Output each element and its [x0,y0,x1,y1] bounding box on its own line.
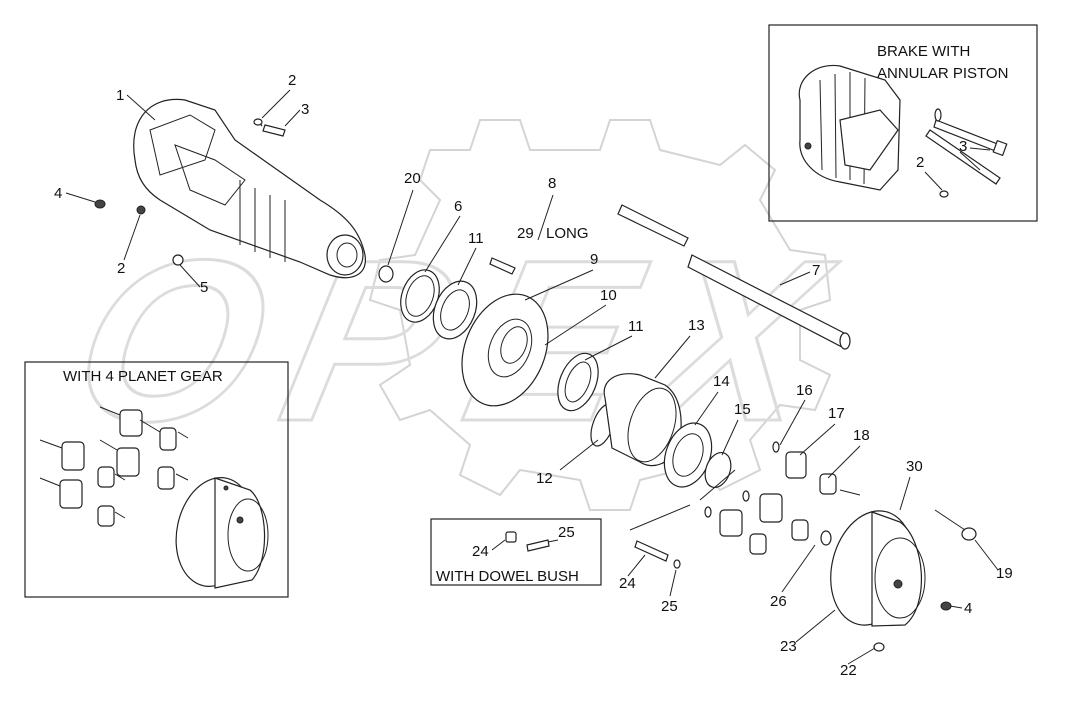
callout-26: 26 [770,593,787,610]
callout-6: 6 [454,198,462,215]
callout-20: 20 [404,170,421,187]
callout-18: 18 [853,427,870,444]
callout-1: 1 [116,87,124,104]
callout-7: 7 [812,262,820,279]
callout-2-top: 2 [288,72,296,89]
long-note: LONG [546,225,589,242]
callout-24-main: 25 [661,598,678,615]
callout-11-mid: 11 [628,318,644,335]
callout-22: 22 [840,662,857,679]
inset-brake-title-line2: ANNULAR PISTON [877,65,1008,82]
callout-5: 5 [200,279,208,296]
callout-17: 17 [828,405,845,422]
callout-12: 12 [536,470,553,487]
callout-25-inset: 25 [558,524,575,541]
inset-brake-title-line1: BRAKE WITH [877,43,970,60]
callout-15: 15 [734,401,751,418]
inset-dowel-bush: WITH DOWEL BUSH [430,518,602,586]
inset-dowel-caption: WITH DOWEL BUSH [436,568,579,585]
callout-11-top: 11 [468,230,484,247]
callout-8: 8 [548,175,556,192]
callout-4-left: 4 [54,185,62,202]
callout-29: 29 [517,225,534,242]
callout-2-brake: 2 [916,154,924,171]
axle-housing [94,98,366,279]
callout-23: 23 [780,638,797,655]
callout-19: 19 [996,565,1013,582]
wheel-hub-assembly [634,441,977,652]
center-parts [378,204,851,489]
inset-brake-annular-piston: BRAKE WITH ANNULAR PISTON [768,24,1038,222]
callout-3: 3 [301,101,309,118]
callout-9: 9 [590,251,598,268]
callout-30: 30 [906,458,923,475]
watermark-text: OPEX [55,212,869,469]
callout-24-inset: 24 [472,543,489,560]
inset-planet-caption: WITH 4 PLANET GEAR [63,368,223,385]
callout-4-right: 4 [964,600,972,617]
inset-4-planet-gear: WITH 4 PLANET GEAR [24,361,289,598]
callout-2-left: 2 [117,260,125,277]
callout-16: 16 [796,382,813,399]
callout-10: 10 [600,287,617,304]
callout-25-main: 24 [619,575,636,592]
callout-3-brake: 3 [959,138,967,155]
callout-13: 13 [688,317,705,334]
callout-14: 14 [713,373,730,390]
